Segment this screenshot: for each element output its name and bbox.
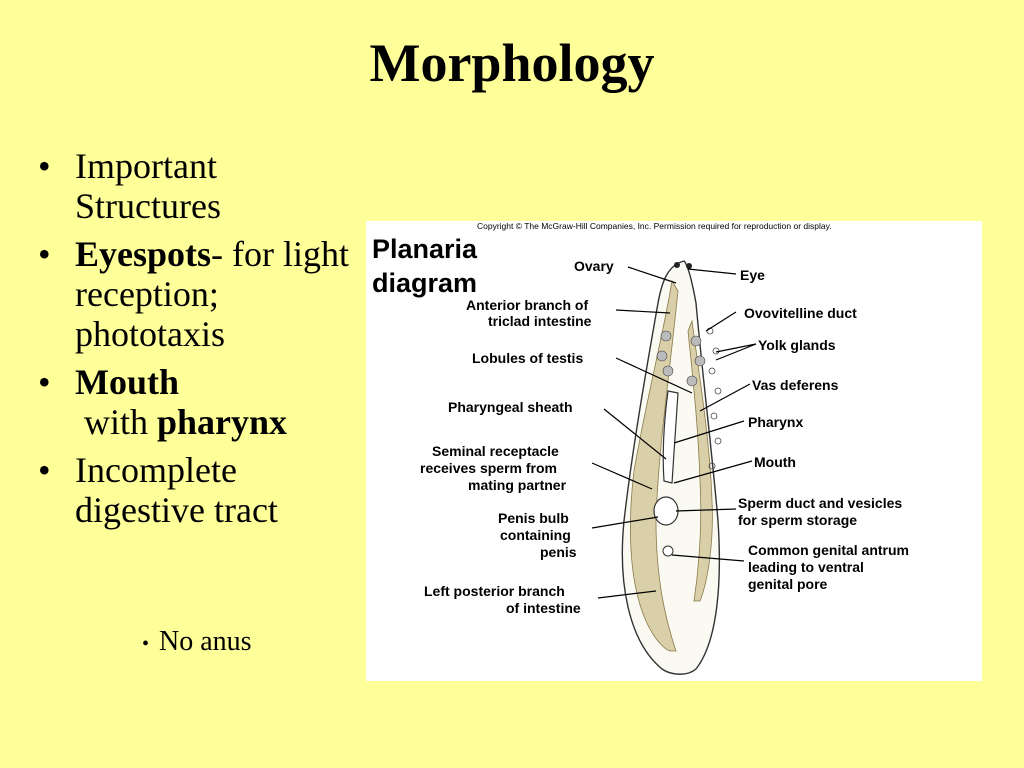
leader-lines [591, 266, 757, 599]
diagram-heading-1: Planaria [372, 234, 478, 264]
label-vas: Vas deferens [752, 377, 839, 393]
bullet-glyph: • [38, 234, 51, 274]
bullet-text: Important Structures [75, 146, 221, 226]
diagram-heading-2: diagram [372, 268, 477, 298]
label-anterior-1: Anterior branch of [466, 297, 588, 313]
bullet-digestive-tract: • Incomplete digestive tract [38, 450, 368, 530]
bullet-glyph: • [38, 362, 51, 402]
bullet-text: - for light reception; phototaxis [75, 234, 350, 354]
label-lobules: Lobules of testis [472, 350, 583, 366]
slide-title: Morphology [369, 33, 655, 93]
bullet-bold-term-2: pharynx [157, 402, 288, 442]
label-genital-3: genital pore [748, 576, 828, 592]
bullet-eyespots: • Eyespots- for light reception; photota… [38, 234, 368, 354]
sub-bullet-text: No anus [159, 626, 252, 657]
bullet-text: Incomplete digestive tract [75, 450, 278, 530]
label-genital-1: Common genital antrum [748, 542, 909, 558]
label-penis-2: containing [500, 527, 571, 543]
bullet-list: • Important Structures • Eyespots- for l… [38, 146, 368, 538]
bullet-mouth: • Mouth with pharynx [38, 362, 368, 442]
sub-bullet: • No anus [142, 626, 252, 660]
label-eye: Eye [740, 267, 765, 283]
bullet-glyph: • [38, 450, 51, 490]
label-seminal-2: receives sperm from [420, 460, 557, 476]
bullet-text: with [75, 402, 158, 442]
intestine-right-branch [687, 319, 713, 602]
bullet-glyph: • [38, 146, 51, 186]
label-posterior-1: Left posterior branch [424, 583, 565, 599]
label-ovovitelline: Ovovitelline duct [744, 305, 857, 321]
planaria-diagram-svg: Copyright © The McGraw-Hill Companies, I… [372, 221, 909, 675]
label-seminal-3: mating partner [468, 477, 567, 493]
copyright-notice: Copyright © The McGraw-Hill Companies, I… [477, 221, 832, 231]
label-seminal-1: Seminal receptacle [432, 443, 559, 459]
label-posterior-2: of intestine [506, 600, 581, 616]
bullet-important-structures: • Important Structures [38, 146, 368, 226]
label-penis-3: penis [540, 544, 577, 560]
left-labels: Ovary Anterior branch of triclad intesti… [420, 258, 614, 616]
eye-left-icon [674, 262, 680, 268]
testis-lobules [656, 330, 706, 387]
label-yolk: Yolk glands [758, 337, 836, 353]
genital-antrum [662, 545, 674, 557]
label-sperm-1: Sperm duct and vesicles [738, 495, 902, 511]
label-ovary: Ovary [574, 258, 614, 274]
bullet-bold-term: Eyespots [75, 234, 212, 274]
bullet-glyph: • [142, 633, 150, 655]
label-sperm-2: for sperm storage [738, 512, 857, 528]
label-penis-1: Penis bulb [498, 510, 569, 526]
label-pharyngeal-sheath: Pharyngeal sheath [448, 399, 573, 415]
eye-right-icon [686, 263, 692, 269]
pharynx [662, 390, 679, 484]
label-pharynx: Pharynx [748, 414, 803, 430]
bullet-bold-term: Mouth [75, 362, 180, 402]
right-labels: Eye Ovovitelline duct Yolk glands Vas de… [738, 267, 909, 592]
penis-bulb [653, 496, 679, 526]
label-genital-2: leading to ventral [748, 559, 864, 575]
label-mouth: Mouth [754, 454, 796, 470]
label-anterior-2: triclad intestine [488, 313, 592, 329]
planaria-diagram: Copyright © The McGraw-Hill Companies, I… [366, 221, 982, 681]
